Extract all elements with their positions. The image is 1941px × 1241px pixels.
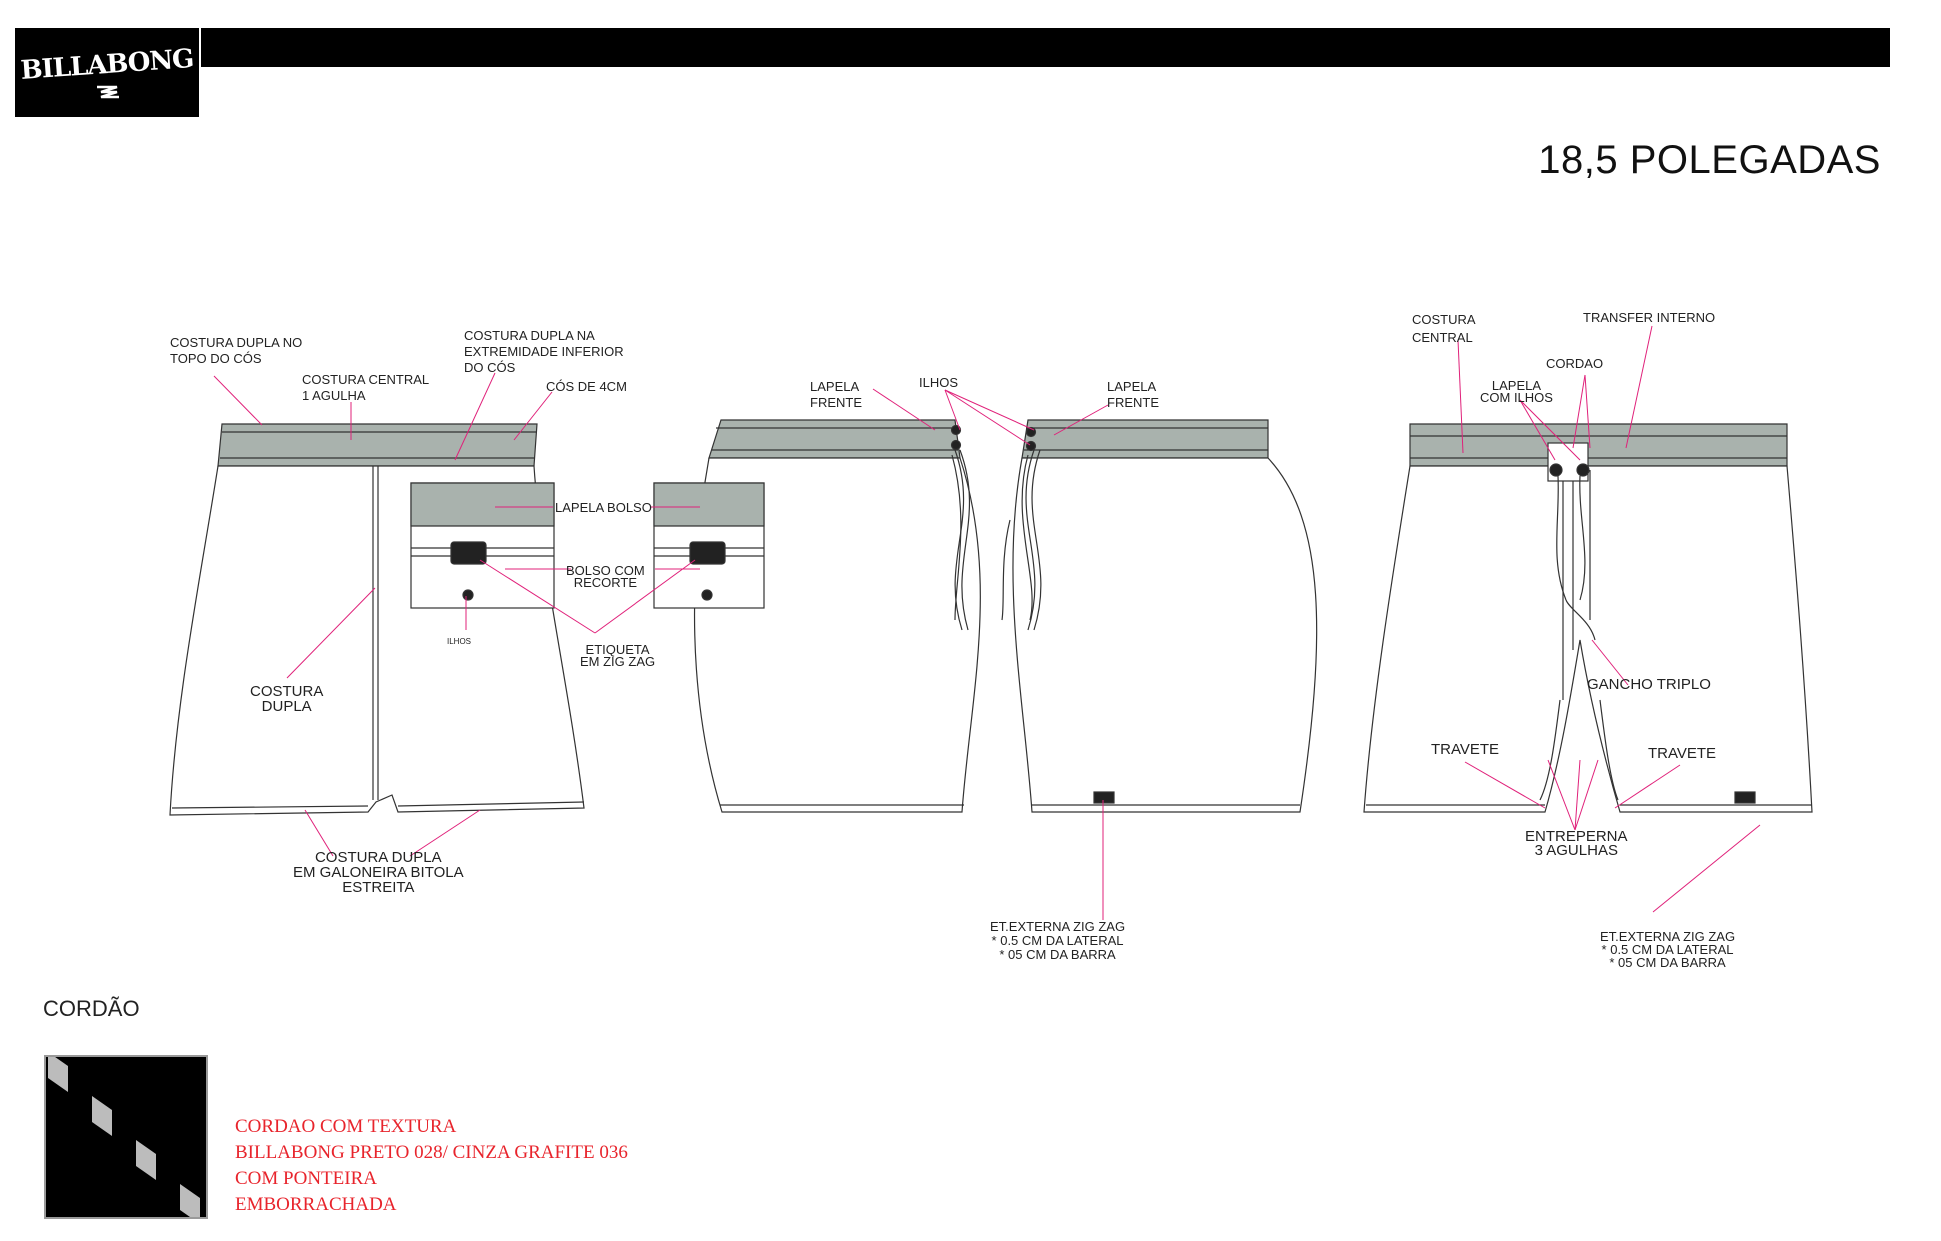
brand-logo: BILLABONG [15,28,199,117]
short-back-view [1363,423,1813,813]
label-transfer-interno: TRANSFER INTERNO [1583,310,1716,325]
header-bar [201,28,1890,67]
label-costura-dupla-inferior: COSTURA DUPLA NA EXTREMIDADE INFERIOR DO… [464,328,624,375]
label-costura-central: COSTURA CENTRAL 1 AGULHA [302,372,430,403]
label-ilhos-side: ILHOS [919,375,959,390]
cord-description-line: EMBORRACHADA [235,1194,397,1215]
cord-section-title: CORDÃO [43,996,140,1021]
label-travete-right: TRAVETE [1648,745,1717,762]
short-side-view-left [653,419,981,813]
label-lapela-frente-left: LAPELA FRENTE [810,379,862,410]
cord-description-line: COM PONTEIRA [235,1168,377,1189]
swatch-stripe [136,1139,156,1181]
label-costura-dupla-topo: COSTURA DUPLA NO TOPO DO CÓS [170,335,303,366]
swatch-stripe [180,1183,200,1217]
label-et-externa-front: ET.EXTERNA ZIG ZAG * 0.5 CM DA LATERAL *… [1600,929,1736,970]
short-front-view [169,423,585,816]
page-title: 18,5 POLEGADAS [1538,138,1881,182]
billabong-wave-icon [97,85,119,99]
label-costura-central-back: COSTURA CENTRAL [1412,312,1476,345]
label-cordao: CORDAO [1546,356,1604,371]
label-costura-dupla: COSTURA DUPLA [250,683,324,715]
cord-description-line: CORDAO COM TEXTURA [235,1116,457,1137]
short-side-view-right [1001,419,1318,813]
label-lapela-ilhos: LAPELA COM ILHOS [1480,378,1553,405]
cord-description: CORDAO COM TEXTURA BILLABONG PRETO 028/ … [235,1114,628,1218]
label-gancho-triplo: GANCHO TRIPLO [1587,676,1711,693]
swatch-stripe [48,1057,68,1093]
label-travete-left: TRAVETE [1431,741,1500,758]
label-cos-4cm: CÓS DE 4CM [546,379,627,394]
label-ilhos-pocket: ILHOS [447,637,472,646]
label-etiqueta-zigzag: ETIQUETA EM ZIG ZAG [580,642,656,669]
label-entreperna: ENTREPERNA 3 AGULHAS [1525,828,1628,859]
leader-lines [213,325,1761,920]
label-lapela-bolso: LAPELA BOLSO [555,500,652,515]
label-bolso-recorte: BOLSO COM RECORTE [566,563,645,590]
label-costura-galoneira: COSTURA DUPLA EM GALONEIRA BITOLA ESTREI… [293,849,464,896]
cord-swatch [44,1055,208,1219]
label-et-externa-side: ET.EXTERNA ZIG ZAG * 0.5 CM DA LATERAL *… [990,919,1126,962]
swatch-stripe [92,1095,112,1137]
label-lapela-frente-right: LAPELA FRENTE [1107,379,1159,410]
cord-description-line: BILLABONG PRETO 028/ CINZA GRAFITE 036 [235,1142,628,1163]
